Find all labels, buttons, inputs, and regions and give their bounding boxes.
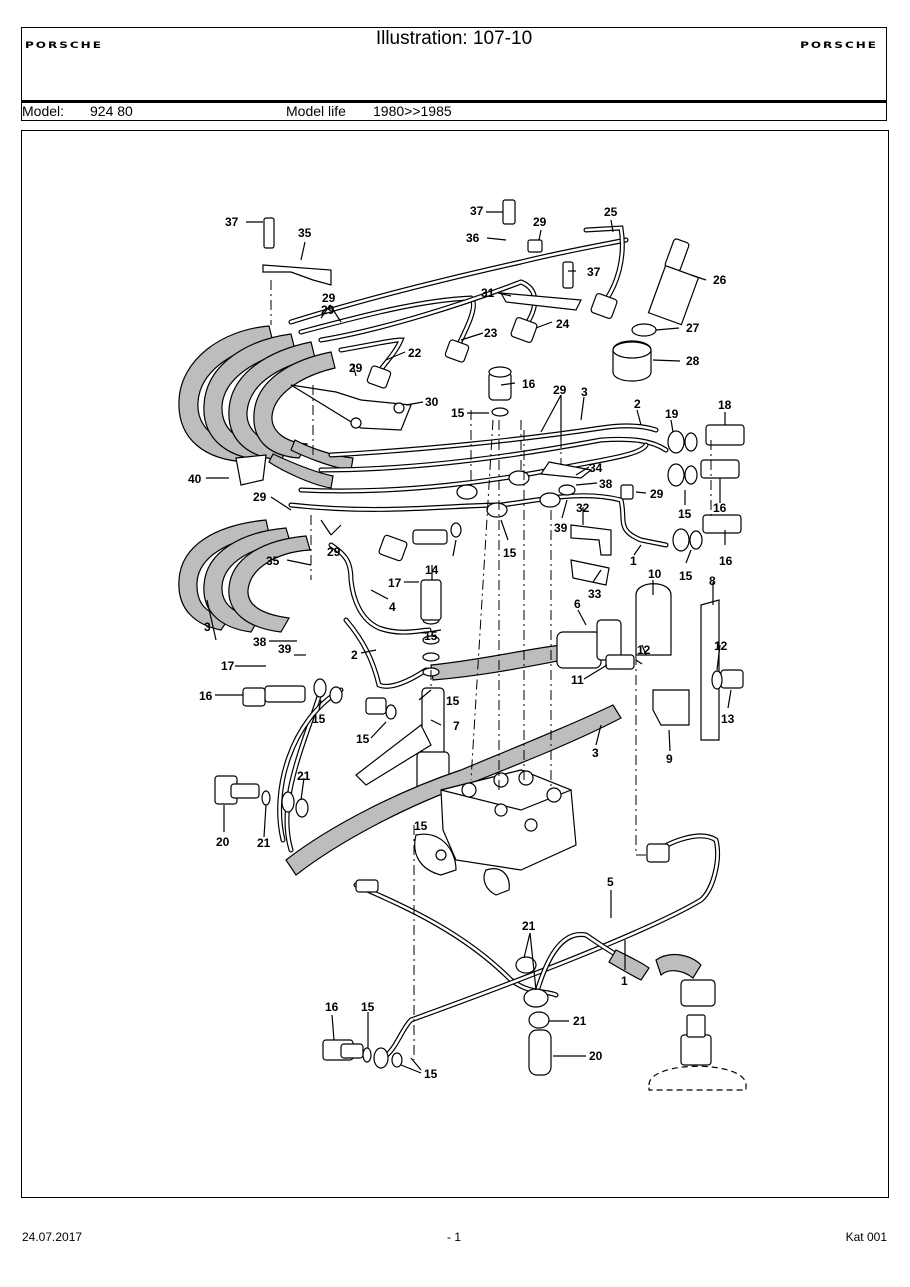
callout-29: 29 bbox=[321, 303, 335, 317]
callout-29: 29 bbox=[322, 291, 336, 305]
lower-assembly bbox=[214, 522, 747, 1091]
header-box: PORSCHE Illustration: 107-10 PORSCHE Mod… bbox=[21, 27, 887, 121]
callout-33: 33 bbox=[588, 587, 602, 601]
callout-8: 8 bbox=[709, 574, 716, 588]
callout-40: 40 bbox=[188, 472, 202, 486]
callout-20: 20 bbox=[589, 1049, 603, 1063]
callout-22: 22 bbox=[408, 346, 422, 360]
model-value: 924 80 bbox=[90, 103, 133, 119]
callout-13: 13 bbox=[721, 712, 735, 726]
callout-36: 36 bbox=[466, 231, 480, 245]
upper-hose-bundle bbox=[178, 325, 354, 633]
callout-15: 15 bbox=[503, 546, 517, 560]
footer-date: 24.07.2017 bbox=[22, 1230, 83, 1244]
callout-15: 15 bbox=[424, 1067, 438, 1081]
callout-17: 17 bbox=[388, 576, 402, 590]
callout-15: 15 bbox=[451, 406, 465, 420]
callout-29: 29 bbox=[533, 215, 547, 229]
callout-29: 29 bbox=[650, 487, 664, 501]
callout-16: 16 bbox=[522, 377, 536, 391]
callout-15: 15 bbox=[312, 712, 326, 726]
callout-24: 24 bbox=[556, 317, 570, 331]
leader-lines bbox=[206, 211, 732, 1074]
callout-16: 16 bbox=[199, 689, 213, 703]
callout-1: 1 bbox=[621, 974, 628, 988]
callout-39: 39 bbox=[278, 642, 292, 656]
porsche-logo-left: PORSCHE bbox=[25, 39, 103, 51]
callout-18: 18 bbox=[718, 398, 732, 412]
callout-25: 25 bbox=[604, 205, 618, 219]
callout-16: 16 bbox=[325, 1000, 339, 1014]
fuel-pipes-upper bbox=[288, 225, 669, 548]
callout-15: 15 bbox=[678, 507, 692, 521]
callout-28: 28 bbox=[686, 354, 700, 368]
callout-37: 37 bbox=[225, 215, 239, 229]
model-info-row: Model: 924 80 Model life 1980>>1985 bbox=[22, 103, 886, 121]
callout-3: 3 bbox=[581, 385, 588, 399]
callout-29: 29 bbox=[253, 490, 267, 504]
callout-21: 21 bbox=[573, 1014, 587, 1028]
callout-21: 21 bbox=[297, 769, 311, 783]
callout-29: 29 bbox=[349, 361, 363, 375]
callout-16: 16 bbox=[719, 554, 733, 568]
callout-19: 19 bbox=[665, 407, 679, 421]
callout-2: 2 bbox=[634, 397, 641, 411]
callout-21: 21 bbox=[257, 836, 271, 850]
callout-37: 37 bbox=[470, 204, 484, 218]
callout-31: 31 bbox=[481, 286, 495, 300]
callout-16: 16 bbox=[713, 501, 727, 515]
callout-17: 17 bbox=[221, 659, 235, 673]
callout-15: 15 bbox=[446, 694, 460, 708]
illustration-title: Illustration: 107-10 bbox=[375, 28, 533, 49]
callout-15: 15 bbox=[361, 1000, 375, 1014]
callout-23: 23 bbox=[484, 326, 498, 340]
callout-4: 4 bbox=[389, 600, 396, 614]
callout-20: 20 bbox=[216, 835, 230, 849]
alignment-lines bbox=[270, 280, 712, 1060]
callout-15: 15 bbox=[414, 819, 428, 833]
callout-7: 7 bbox=[453, 719, 460, 733]
callout-21: 21 bbox=[522, 919, 536, 933]
callout-2: 2 bbox=[351, 648, 358, 662]
callout-10: 10 bbox=[648, 567, 662, 581]
callout-29: 29 bbox=[553, 383, 567, 397]
model-label: Model: bbox=[22, 103, 65, 119]
fuel-line-exploded-diagram: 37 35 29 29 23 22 29 30 37 36 29 25 37 2… bbox=[178, 199, 747, 1091]
callout-39: 39 bbox=[554, 521, 568, 535]
callout-labels: 37 35 29 29 23 22 29 30 37 36 29 25 37 2… bbox=[188, 204, 735, 1081]
callout-15: 15 bbox=[679, 569, 693, 583]
porsche-logo-right: PORSCHE bbox=[800, 39, 878, 51]
callout-12: 12 bbox=[637, 643, 651, 657]
model-life-label: Model life bbox=[286, 103, 346, 119]
footer-catalog: Kat 001 bbox=[845, 1230, 887, 1244]
callout-32: 32 bbox=[576, 501, 590, 515]
callout-29: 29 bbox=[327, 545, 341, 559]
header-divider bbox=[22, 100, 886, 103]
callout-26: 26 bbox=[713, 273, 727, 287]
callout-11: 11 bbox=[571, 673, 584, 687]
callout-3: 3 bbox=[592, 746, 599, 760]
callout-27: 27 bbox=[686, 321, 700, 335]
callout-30: 30 bbox=[425, 395, 439, 409]
footer-page-number: - 1 bbox=[447, 1230, 462, 1244]
callout-35: 35 bbox=[298, 226, 312, 240]
callout-3: 3 bbox=[204, 620, 211, 634]
callout-12: 12 bbox=[714, 639, 728, 653]
callout-5: 5 bbox=[607, 875, 614, 889]
callout-14: 14 bbox=[425, 563, 439, 577]
callout-34: 34 bbox=[589, 461, 603, 475]
parts-diagram-frame: 37 35 29 29 23 22 29 30 37 36 29 25 37 2… bbox=[21, 130, 889, 1198]
callout-1: 1 bbox=[630, 554, 637, 568]
model-life-value: 1980>>1985 bbox=[373, 103, 452, 119]
callout-38: 38 bbox=[599, 477, 613, 491]
callout-15: 15 bbox=[424, 629, 438, 643]
fittings bbox=[235, 199, 745, 586]
callout-9: 9 bbox=[666, 752, 673, 766]
callout-35: 35 bbox=[266, 554, 280, 568]
callout-38: 38 bbox=[253, 635, 267, 649]
callout-37: 37 bbox=[587, 265, 601, 279]
callout-15: 15 bbox=[356, 732, 370, 746]
callout-6: 6 bbox=[574, 597, 581, 611]
